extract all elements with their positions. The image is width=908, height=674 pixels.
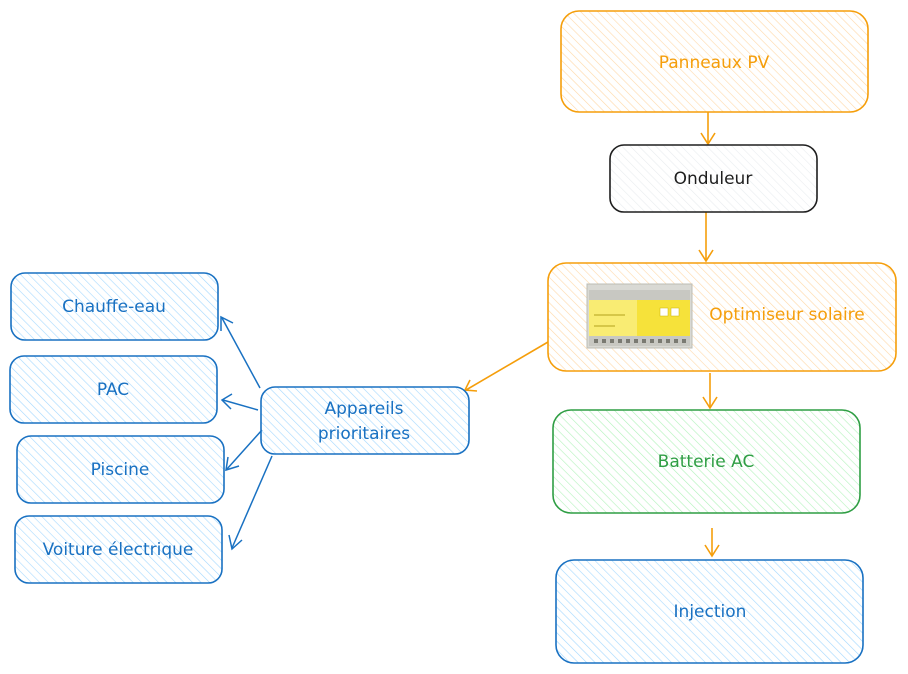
node-optimiseur-solaire[interactable]: Optimiseur solaire [547, 262, 897, 372]
piscine-label: Piscine [91, 460, 150, 480]
edge-optimiseur-appareils [463, 341, 549, 392]
node-piscine[interactable]: Piscine [16, 435, 225, 504]
edge-pv-onduleur [700, 112, 716, 146]
chauffe-eau-label: Chauffe-eau [62, 297, 166, 317]
node-panneaux-pv[interactable]: Panneaux PV [560, 10, 869, 113]
node-onduleur[interactable]: Onduleur [609, 144, 818, 213]
appareils-label-line1: Appareils [324, 399, 403, 419]
edge-appareils-voiture [228, 455, 273, 551]
edges [220, 112, 720, 558]
voiture-electrique-label: Voiture électrique [43, 540, 194, 560]
edge-batterie-injection [704, 528, 720, 558]
pac-label: PAC [97, 380, 129, 400]
edge-onduleur-optimiseur [698, 212, 714, 263]
node-batterie-ac[interactable]: Batterie AC [552, 409, 861, 514]
optimiseur-device-photo [586, 283, 693, 349]
panneaux-pv-label: Panneaux PV [659, 53, 770, 73]
batterie-ac-label: Batterie AC [658, 452, 755, 472]
node-voiture-electrique[interactable]: Voiture électrique [14, 515, 223, 584]
onduleur-label: Onduleur [674, 169, 753, 189]
edge-optimiseur-batterie [702, 373, 718, 410]
node-injection[interactable]: Injection [555, 559, 864, 664]
injection-label: Injection [674, 602, 747, 622]
optimiseur-solaire-label: Optimiseur solaire [709, 305, 865, 325]
appareils-label-line2: prioritaires [318, 424, 410, 444]
edge-appareils-pac [220, 393, 259, 411]
edge-appareils-chauffe-eau [220, 315, 261, 389]
node-pac[interactable]: PAC [9, 355, 218, 424]
node-chauffe-eau[interactable]: Chauffe-eau [10, 272, 219, 341]
edge-appareils-piscine [225, 429, 263, 472]
node-appareils-prioritaires[interactable]: Appareils prioritaires [260, 386, 470, 455]
